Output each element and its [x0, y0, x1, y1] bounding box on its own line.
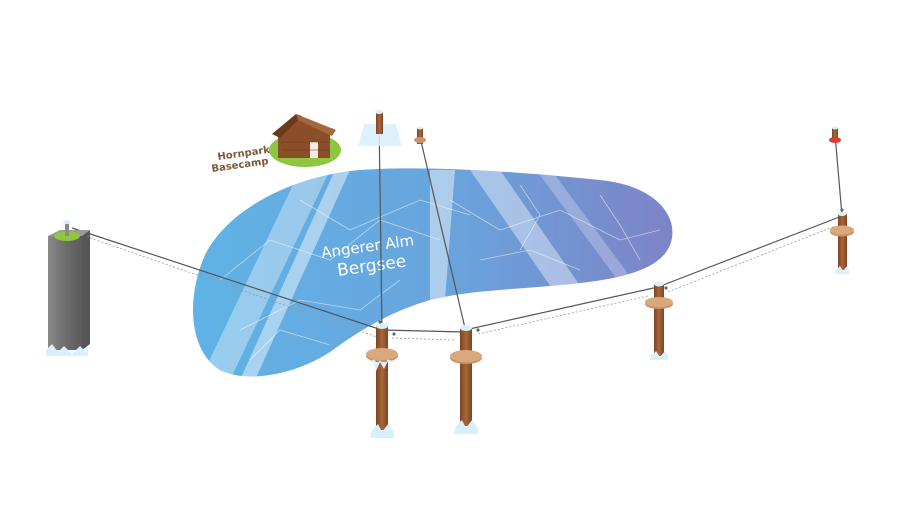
- pole-icon: [450, 325, 482, 434]
- ropes: [71, 117, 843, 333]
- pole-icon: [366, 323, 398, 438]
- rope-line-icon: [657, 215, 843, 288]
- far-pole-middle[interactable]: [414, 126, 426, 145]
- pole-icon: [830, 212, 854, 274]
- pole-icon: [829, 126, 841, 143]
- pole-icon: [645, 281, 673, 360]
- lake-surface: [193, 168, 673, 377]
- lake-light-rays: [200, 170, 640, 377]
- start-tower[interactable]: [46, 220, 90, 356]
- rope-line-icon: [378, 117, 383, 331]
- lake: Angerer Alm Bergsee: [193, 168, 673, 377]
- rope-line-icon: [464, 286, 659, 331]
- pole-4[interactable]: [830, 212, 854, 274]
- pole-icon: [358, 110, 402, 146]
- rope-line-icon: [419, 136, 466, 329]
- rope-line-icon: [834, 133, 843, 217]
- far-pole-red[interactable]: [829, 126, 841, 144]
- pole-2[interactable]: [450, 325, 482, 434]
- basecamp[interactable]: Hornpark Basecamp: [211, 114, 341, 175]
- lake-ice-cracks: [219, 184, 661, 361]
- hut-icon: [272, 114, 336, 158]
- pole-3[interactable]: [645, 281, 673, 361]
- far-pole-lake[interactable]: [358, 110, 402, 146]
- rope-connectors: [86, 208, 844, 336]
- pole-icon: [414, 126, 426, 144]
- rope-line-icon: [381, 329, 466, 333]
- secondary-ropes: [89, 225, 836, 341]
- tower-icon: [46, 220, 90, 356]
- rope-line-icon: [71, 227, 383, 331]
- pole-1[interactable]: [366, 323, 398, 438]
